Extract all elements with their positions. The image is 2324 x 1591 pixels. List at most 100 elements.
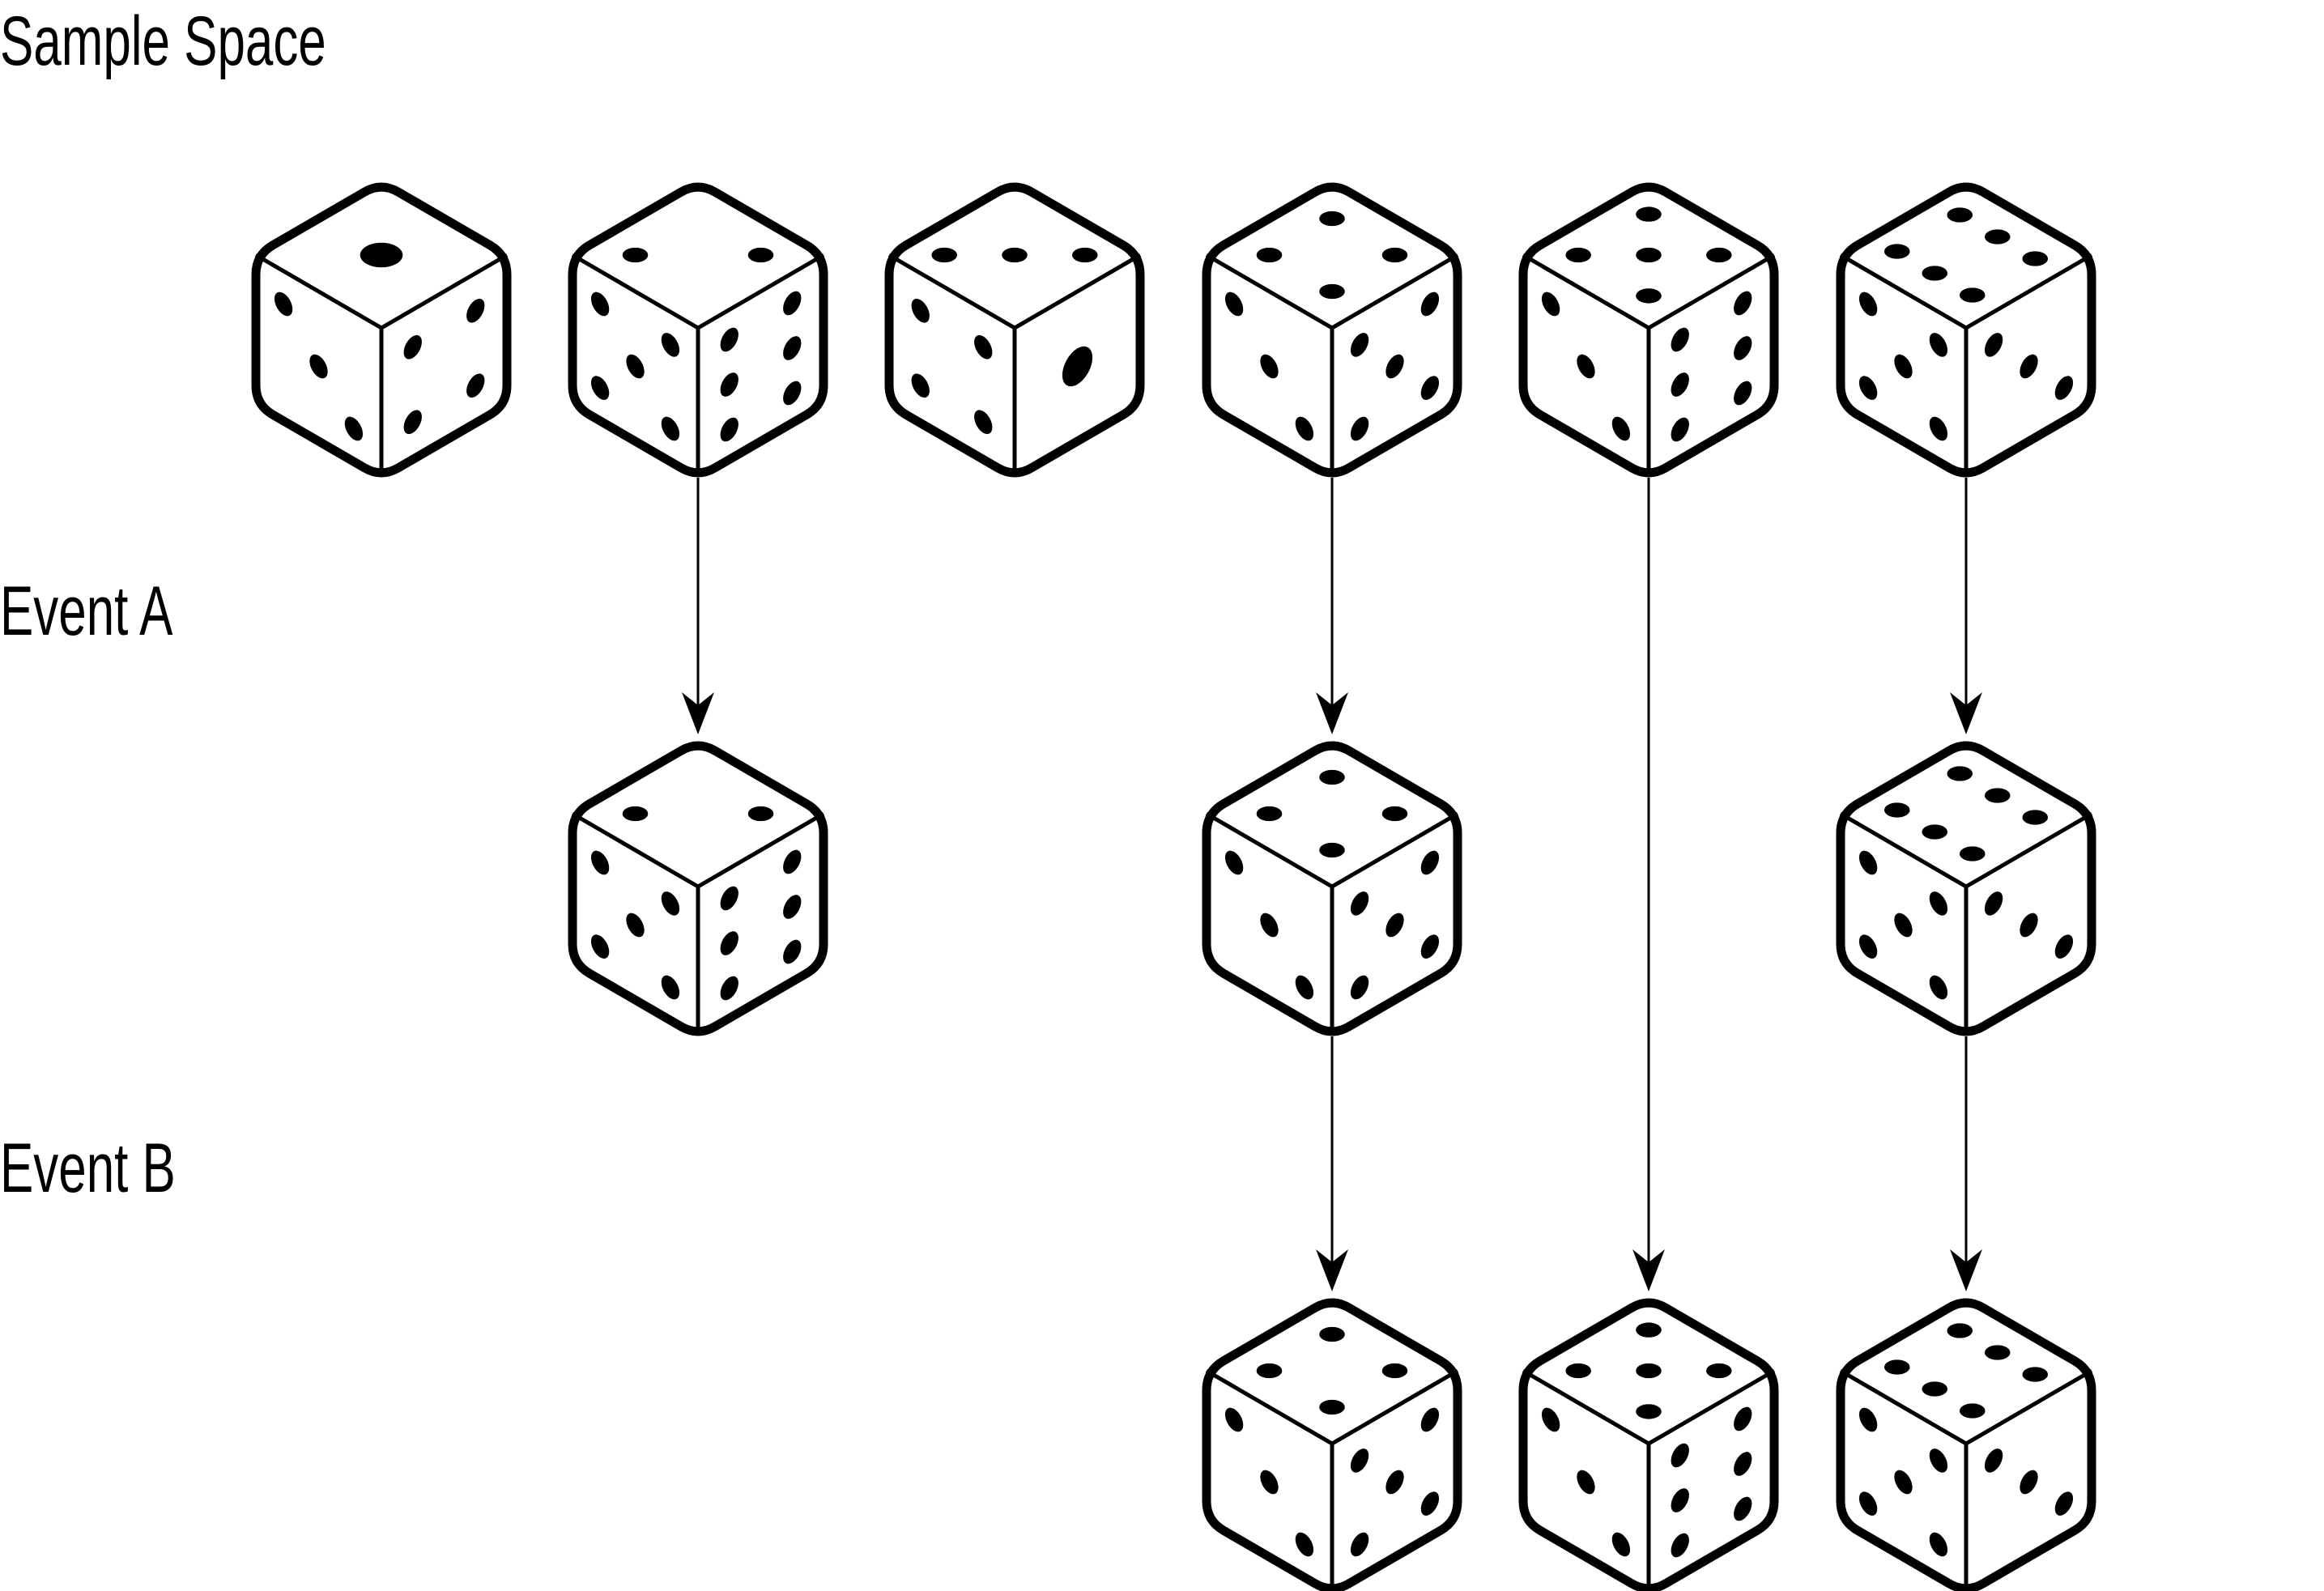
event-b-die-1-left-pip-2 — [1260, 1470, 1279, 1495]
event-b-die-3-top-pip-1 — [1883, 1359, 1910, 1375]
sample-space-die-3-left-pip-2 — [974, 334, 993, 359]
event-a-die-3-right-pip-3 — [2054, 934, 2074, 959]
event-a-die-3-top-pip-5 — [1984, 788, 2011, 803]
event-b-die-3-top-pip-4 — [1947, 1323, 1973, 1338]
sample-space-die-5-left-pip-1 — [1541, 291, 1560, 317]
event-b-die-1-right-pip-4 — [1350, 1532, 1369, 1557]
sample-space-die-2 — [568, 182, 828, 478]
sample-space-die-5-right-pip-3 — [1671, 417, 1689, 442]
arrow-a-to-b-col4 — [1316, 1036, 1348, 1291]
sample-space-die-4-top-pip-1 — [1256, 247, 1283, 263]
event-b-die-1-left-pip-3 — [1295, 1532, 1314, 1557]
event-b-die-3-left-pip-3 — [1894, 1470, 1913, 1495]
event-a-die-2-right-pip-2 — [1420, 850, 1440, 875]
event-b-die-1-right-pip-5 — [1420, 1491, 1440, 1516]
sample-space-die-4-right-pip-1 — [1350, 333, 1369, 357]
event-a-die-1-left-pip-4 — [590, 934, 610, 959]
event-a-die-3-top-pip-3 — [1959, 846, 1986, 861]
event-b-die-3-top-pip-5 — [1984, 1345, 2011, 1360]
sample-space-die-4-top-pip-3 — [1319, 283, 1345, 300]
sample-space-die-1-right-pip-1 — [403, 334, 422, 359]
sample-space-die-6-left-pip-3 — [1894, 354, 1913, 379]
sample-space-die-5-right-pip-2 — [1671, 372, 1689, 397]
event-b-die-3-right-pip-1 — [1984, 1448, 2003, 1473]
sample-space-die-4 — [1202, 182, 1462, 478]
event-a-die-2-left-pip-1 — [1224, 850, 1244, 875]
sample-space-die-5-left-pip-2 — [1577, 354, 1595, 379]
event-a-die-1-right-pip-1 — [720, 886, 738, 911]
event-a-die-1-top-pip-1 — [622, 806, 649, 822]
event-b-die-2-left-pip-3 — [1611, 1532, 1631, 1557]
event-a-die-1-top-pip-2 — [747, 806, 774, 822]
event-a-die-2-right-pip-1 — [1350, 891, 1369, 916]
sample-space-die-4-left-pip-3 — [1295, 416, 1314, 441]
sample-space-die-3-top-pip-2 — [1002, 247, 1028, 263]
sample-space-die-2-left-pip-5 — [661, 416, 680, 441]
sample-space-die-3-top-pip-1 — [931, 247, 957, 263]
event-a-die-1-left-pip-5 — [661, 975, 680, 1000]
event-a-die-2-top-pip-3 — [1319, 842, 1345, 858]
sample-space-die-2-right-pip-1 — [720, 327, 738, 352]
sample-space-die-6-top-pip-4 — [1947, 207, 1973, 223]
event-b-die-2-top-pip-4 — [1636, 1404, 1662, 1419]
event-a-die-1-left-pip-1 — [590, 850, 610, 875]
event-b-die-2-left-pip-1 — [1541, 1407, 1560, 1432]
sample-space-die-5-right-pip-4 — [1734, 291, 1752, 316]
sample-space-die-1-left-pip-1 — [274, 291, 293, 317]
event-a-die-1-right-pip-3 — [720, 976, 738, 1001]
event-b-die-1-top-pip-4 — [1381, 1363, 1408, 1379]
sample-space-die-3 — [884, 182, 1145, 478]
sample-space-die-6-left-pip-1 — [1858, 291, 1878, 317]
sample-space-die-2-right-pip-2 — [720, 372, 738, 397]
event-a-die-1 — [568, 741, 828, 1036]
event-a-die-1-right-pip-6 — [783, 939, 802, 964]
event-a-die-3-left-pip-5 — [1929, 975, 1948, 1000]
event-b-die-2-right-pip-1 — [1671, 1443, 1689, 1468]
sample-space-die-3-right-pip-1 — [1062, 346, 1093, 387]
event-b-die-2-right-pip-6 — [1734, 1496, 1752, 1521]
event-b-die-1-top-pip-2 — [1319, 1326, 1345, 1342]
event-a-die-3-left-pip-2 — [1929, 891, 1948, 916]
event-b-die-1-right-pip-1 — [1350, 1448, 1369, 1473]
sample-space-die-1-right-pip-2 — [466, 298, 485, 323]
event-b-die-3-left-pip-5 — [1929, 1532, 1948, 1557]
sample-space-die-6-left-pip-2 — [1929, 333, 1948, 357]
event-b-die-2-right-pip-5 — [1734, 1452, 1752, 1476]
sample-space-die-3-left-pip-4 — [974, 410, 993, 435]
sample-space-die-1-left-pip-3 — [344, 416, 364, 441]
event-a-die-2-right-pip-4 — [1350, 975, 1369, 1000]
event-a-die-3-top-pip-4 — [1947, 766, 1973, 781]
event-b-die-1-right-pip-3 — [1385, 1470, 1404, 1495]
sample-space-die-2-right-pip-6 — [783, 381, 802, 406]
sample-space-die-1 — [251, 182, 512, 478]
event-b-die-2-top-pip-2 — [1636, 1322, 1662, 1338]
event-a-die-2-top-pip-4 — [1381, 806, 1408, 822]
sample-space-die-5-right-pip-1 — [1671, 327, 1689, 352]
sample-space-die-2-left-pip-1 — [590, 291, 610, 317]
sample-space-die-1-left-pip-2 — [309, 354, 328, 379]
event-b-label: Event B — [0, 1129, 176, 1207]
event-a-die-2-left-pip-2 — [1260, 912, 1279, 938]
event-a-die-1-right-pip-4 — [783, 849, 802, 874]
sample-space-die-4-top-pip-4 — [1381, 247, 1408, 263]
sample-space-die-6-top-pip-5 — [1984, 229, 2011, 245]
sample-space-die-2-right-pip-5 — [783, 336, 802, 360]
event-a-die-1-left-pip-2 — [661, 891, 680, 916]
event-b-die-2-top-pip-1 — [1565, 1363, 1591, 1379]
sample-space-die-4-right-pip-3 — [1385, 354, 1404, 379]
event-a-die-2-left-pip-3 — [1295, 975, 1314, 1000]
event-b-die-1 — [1202, 1298, 1462, 1591]
event-b-die-3-top-pip-6 — [2022, 1367, 2049, 1382]
sample-space-die-2-right-pip-4 — [783, 291, 802, 316]
event-a-die-3-top-pip-6 — [2022, 810, 2049, 825]
event-b-die-3-left-pip-2 — [1929, 1448, 1948, 1473]
sample-space-die-4-top-pip-2 — [1319, 211, 1345, 227]
sample-space-die-5-top-pip-1 — [1565, 247, 1591, 263]
sample-space-die-3-top-pip-3 — [1072, 247, 1098, 263]
event-b-die-3-top-pip-2 — [1922, 1381, 1948, 1397]
sample-space-die-6-top-pip-1 — [1883, 244, 1910, 259]
event-b-die-2-left-pip-2 — [1577, 1470, 1595, 1495]
arrow-sample-to-a-col2 — [682, 478, 714, 734]
sample-space-die-6-top-pip-3 — [1959, 287, 1986, 303]
